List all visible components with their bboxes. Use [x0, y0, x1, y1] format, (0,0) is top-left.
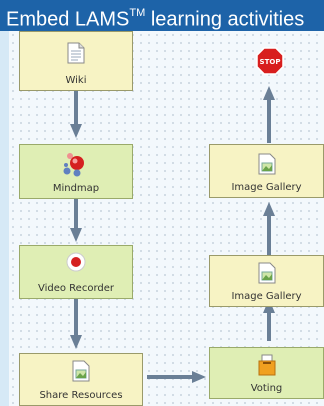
stop-sign-label: STOP — [260, 58, 281, 66]
activity-share-resources[interactable]: Share Resources — [19, 353, 143, 406]
sequence-canvas: Wiki Mindmap Video Recorder Share Resour… — [9, 31, 324, 406]
activity-label: Image Gallery — [231, 182, 302, 193]
activity-label: Image Gallery — [231, 291, 302, 302]
activity-label: Mindmap — [52, 183, 100, 194]
activity-label: Video Recorder — [37, 283, 114, 294]
mindmap-icon — [62, 151, 90, 180]
activity-image-gallery-lower[interactable]: Image Gallery — [209, 255, 324, 307]
activity-mindmap[interactable]: Mindmap — [19, 144, 133, 199]
activity-image-gallery-upper[interactable]: Image Gallery — [209, 144, 324, 198]
record-icon — [66, 252, 86, 275]
activity-voting[interactable]: Voting — [209, 347, 324, 399]
image-document-icon — [72, 360, 90, 385]
ballot-box-icon — [257, 354, 277, 379]
document-icon — [67, 42, 85, 67]
activity-label: Wiki — [65, 75, 87, 86]
image-document-icon — [258, 153, 276, 178]
activity-wiki[interactable]: Wiki — [19, 31, 133, 91]
activity-label: Share Resources — [39, 390, 123, 401]
page-title: Embed LAMSTM learning activities — [0, 0, 324, 31]
activity-video-recorder[interactable]: Video Recorder — [19, 245, 133, 299]
activity-label: Voting — [250, 383, 283, 394]
image-document-icon — [258, 262, 276, 287]
stop-sign-icon[interactable]: STOP — [256, 47, 284, 75]
transition-arrows — [70, 86, 275, 383]
